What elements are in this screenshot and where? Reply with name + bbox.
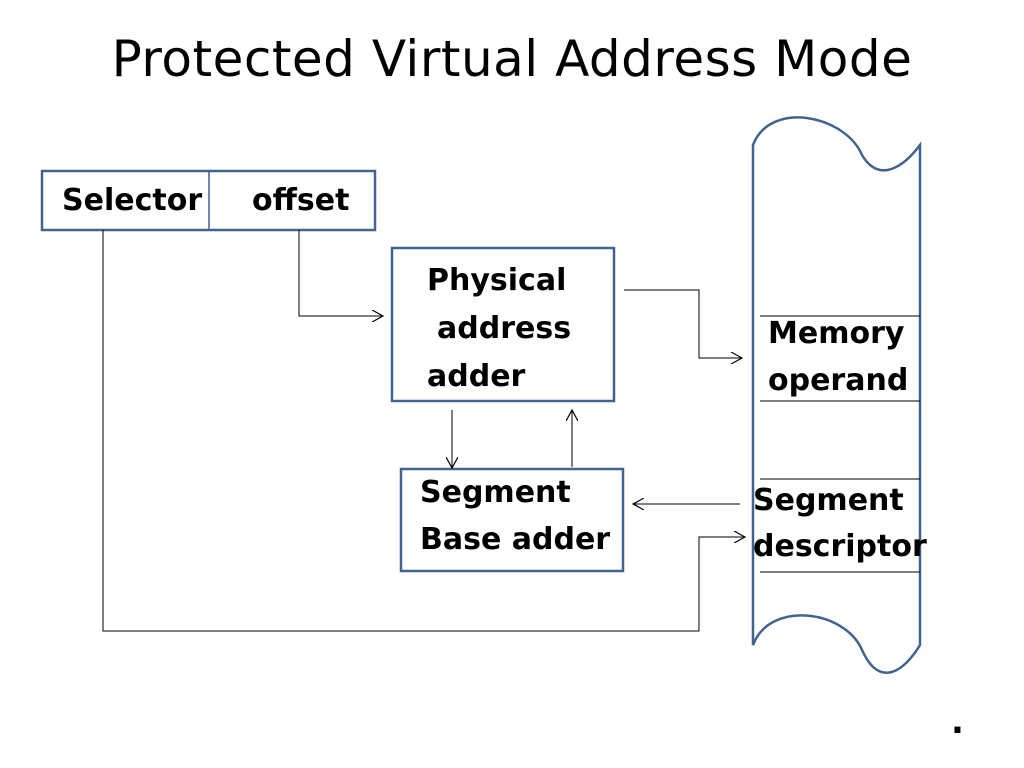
memory-operand-label-line2: operand — [768, 363, 909, 398]
physical-address-adder-box — [390, 246, 616, 403]
offset-label: offset — [252, 183, 350, 218]
physical-adder-label-line1: Physical — [427, 263, 567, 298]
physical-adder-label-line3: adder — [427, 359, 526, 394]
segment-base-adder-box — [399, 467, 625, 573]
memory-scroll — [751, 116, 922, 674]
physical-adder-to-memory-arrow — [624, 289, 742, 358]
segment-descriptor-label-line2: descriptor — [753, 529, 927, 564]
segment-base-adder-label-line1: Segment — [420, 475, 571, 510]
segment-descriptor-label-line1: Segment — [753, 483, 904, 518]
selector-label: Selector — [62, 183, 203, 218]
footer-mark: . — [951, 702, 964, 742]
memory-operand-label-line1: Memory — [768, 316, 905, 351]
offset-to-physical-adder-arrow — [298, 230, 383, 316]
selector-to-descriptor-arrow — [102, 230, 745, 632]
page-title: Protected Virtual Address Mode — [111, 30, 913, 88]
segment-base-adder-label-line2: Base adder — [420, 522, 611, 557]
physical-adder-label-line2: address — [437, 311, 572, 346]
